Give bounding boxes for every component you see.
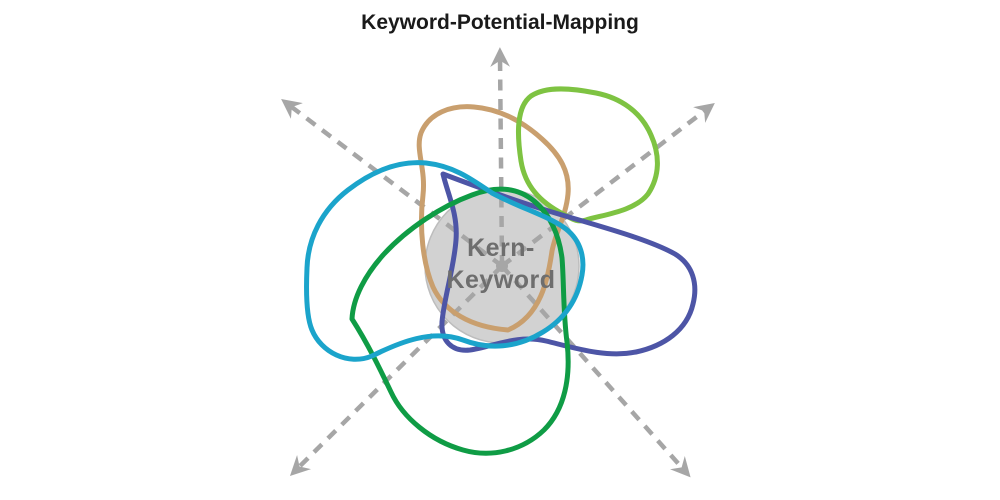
center-dot xyxy=(496,260,508,272)
petal-bottom xyxy=(349,186,571,456)
arrow-down-left xyxy=(289,264,504,476)
petal-top xyxy=(416,104,571,333)
petal-top-right xyxy=(515,86,660,224)
core-keyword-label-line1: Kern- xyxy=(467,234,535,262)
arrow-up xyxy=(490,47,510,267)
arrow-up-right xyxy=(500,102,715,268)
diagram-title: Keyword-Potential-Mapping xyxy=(361,11,639,34)
arrow-down-right xyxy=(500,264,691,478)
petal-left xyxy=(304,160,586,362)
core-keyword-label-line2: Keyword xyxy=(446,266,555,294)
petal-right xyxy=(439,171,698,357)
arrow-up-left xyxy=(281,99,504,268)
